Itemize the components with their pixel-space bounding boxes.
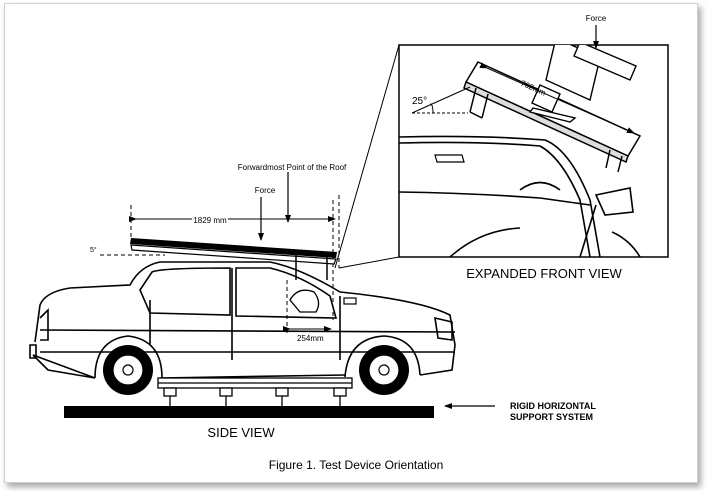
projection-line-bottom (338, 256, 400, 269)
inset-car-body (399, 135, 641, 257)
side-view (29, 172, 495, 418)
support-stands (157, 377, 353, 406)
side-test-plate (130, 238, 337, 280)
figure-caption: Figure 1. Test Device Orientation (269, 458, 444, 472)
forwardmost-point-label: Forwardmost Point of the Roof (238, 163, 347, 172)
side-angle-label: 5° (90, 246, 97, 254)
front-wheel (359, 345, 409, 395)
side-offset-label: 254mm (297, 334, 324, 343)
support-label-line1: RIGID HORIZONTAL (510, 401, 596, 411)
inset-force-label: Force (586, 14, 607, 23)
rear-wheel (103, 345, 153, 395)
side-mirror (343, 297, 357, 305)
expanded-front-view (334, 25, 669, 269)
steering-wheel (289, 289, 320, 313)
angle-reference-line (411, 86, 471, 114)
rigid-support-rail (64, 406, 434, 418)
side-view-title: SIDE VIEW (207, 425, 275, 440)
inset-angle-label: 25° (412, 96, 427, 107)
support-label-line2: SUPPORT SYSTEM (510, 412, 593, 422)
side-length-label: 1829 mm (193, 216, 227, 225)
angle-arc (429, 103, 434, 114)
projection-line-top (334, 44, 400, 269)
rear-view-mirror (434, 154, 465, 163)
front-view-title: EXPANDED FRONT VIEW (466, 266, 622, 281)
dimension-762mm (479, 62, 635, 134)
side-force-label: Force (255, 186, 276, 195)
